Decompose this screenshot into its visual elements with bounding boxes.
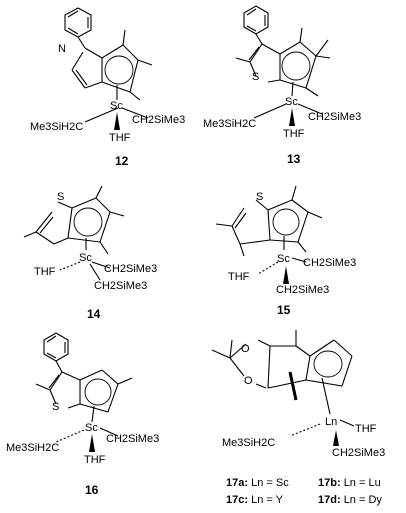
cp-aromatic-ring	[84, 378, 112, 406]
ligand-right-label: CH2SiMe3	[132, 114, 185, 126]
ligand-thf-label: THF	[228, 271, 250, 283]
phenyl-ring	[43, 332, 69, 362]
heteroatom-label: S	[52, 401, 59, 413]
compound-14: S Sc THF CH2SiMe3 CH2SiMe3 14	[23, 185, 157, 321]
compound-number: 13	[287, 152, 301, 166]
metal-label: Sc	[110, 100, 123, 112]
compound-number: 16	[85, 483, 99, 497]
compound-number: 15	[277, 303, 291, 317]
ligand-left-label: Me3SiH2C	[30, 121, 83, 133]
ligand-thf-label: THF	[355, 423, 377, 435]
metal-label: Sc	[79, 252, 92, 264]
compound-number: 12	[115, 154, 129, 168]
ligand-thf-label: THF	[283, 128, 305, 140]
variant-17b: 17b: Ln = Lu	[318, 477, 381, 489]
variant-17c: 17c: Ln = Y	[226, 494, 284, 506]
ligand-thf-label: THF	[34, 266, 56, 278]
compound-number: 14	[87, 307, 101, 321]
compound-15: S Sc THF CH2SiMe3 CH2SiMe3 15	[215, 185, 356, 317]
compound-13: S Sc Me3SiH2C CH2SiMe3 THF 13	[203, 5, 361, 166]
ligand-right-label: CH2SiMe3	[303, 257, 356, 269]
heteroatom-label: S	[252, 71, 259, 83]
ligand-bottom-label: CH2SiMe3	[276, 284, 329, 296]
ligand-right-label: CH2SiMe3	[106, 433, 159, 445]
cp-aromatic-ring	[313, 350, 343, 378]
oxygen-bottom-label: O	[244, 375, 253, 387]
ligand-right-label: CH2SiMe3	[308, 111, 361, 123]
ligand-thf-label: THF	[84, 454, 106, 466]
compound-12: N Sc Me3SiH2C CH2SiMe3 THF 12	[30, 7, 185, 168]
cp-aromatic-ring	[73, 207, 103, 237]
metal-label: Ln	[325, 416, 337, 428]
metal-label: Sc	[277, 253, 290, 265]
cp-aromatic-ring	[272, 208, 300, 236]
heteroatom-label: S	[256, 191, 263, 203]
ligand-left-label: Me3SiH2C	[6, 442, 59, 454]
ligand-left-label: Me3SiH2C	[203, 118, 256, 130]
ligand-bottom-label: CH2SiMe3	[332, 447, 385, 459]
phenyl-ring	[243, 5, 269, 35]
compound-17: O O Ln Me3SiH2C THF CH2SiMe3 17a: Ln = S…	[211, 330, 385, 506]
phenyl-ring	[64, 7, 92, 38]
ligand-thf-label: THF	[109, 132, 131, 144]
cp-aromatic-ring	[104, 55, 134, 85]
variant-17a: 17a: Ln = Sc	[226, 477, 289, 489]
ligand-bottom-label: CH2SiMe3	[94, 280, 147, 292]
heteroatom-label: N	[58, 43, 66, 55]
metal-label: Sc	[285, 96, 298, 108]
oxygen-top-label: O	[241, 343, 250, 355]
ligand-left-label: Me3SiH2C	[222, 437, 275, 449]
heteroatom-label: S	[57, 191, 64, 203]
ligand-right-label: CH2SiMe3	[104, 263, 157, 275]
metal-label: Sc	[85, 422, 98, 434]
cp-aromatic-ring	[281, 51, 311, 81]
variant-17d: 17d: Ln = Dy	[318, 494, 382, 506]
compound-16: S Sc Me3SiH2C CH2SiMe3 THF 16	[6, 332, 159, 497]
